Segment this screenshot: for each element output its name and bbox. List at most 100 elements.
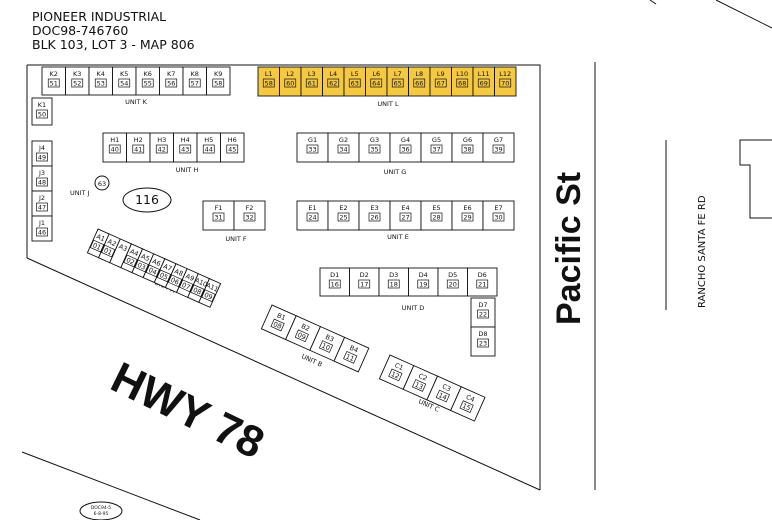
unit-a2-number: 01 bbox=[103, 246, 114, 257]
unit-f2-number: 32 bbox=[245, 214, 253, 222]
doc-number: DOC98-746760 bbox=[32, 23, 128, 38]
unit-c4-number-box bbox=[459, 400, 474, 413]
unit-g2-number: 34 bbox=[339, 146, 347, 154]
unit-a8-number-box bbox=[167, 274, 183, 288]
unit-k7-number: 56 bbox=[167, 80, 175, 88]
unit-h4-number-box bbox=[179, 144, 192, 154]
unit-d5-number-box bbox=[446, 279, 459, 289]
unit-e7-number: 30 bbox=[494, 214, 502, 222]
unit-e6-outline bbox=[451, 200, 484, 231]
rancho-santa-fe-label: RANCHO SANTA FE RD bbox=[697, 195, 708, 308]
unit-l10-label: L10 bbox=[456, 70, 468, 78]
unit-e3-label: E3 bbox=[370, 204, 378, 212]
unit-a11-number-box bbox=[201, 289, 216, 303]
unit-b4-label: B4 bbox=[348, 344, 359, 355]
unit-a5-number: 03 bbox=[136, 261, 147, 272]
unit-l8-number: 66 bbox=[415, 80, 423, 88]
unit-e5-number: 28 bbox=[432, 214, 440, 222]
unit-j3-label: J3 bbox=[38, 169, 45, 177]
unit-h2-number: 41 bbox=[134, 146, 142, 154]
unit-d8-number: 23 bbox=[479, 340, 487, 348]
unit-h5-number: 44 bbox=[205, 146, 213, 154]
unit-a8-label: A8 bbox=[173, 267, 184, 278]
unit-k6-number: 55 bbox=[144, 80, 152, 88]
unit-g2-outline bbox=[327, 132, 360, 163]
unit-l12-label: L12 bbox=[499, 70, 511, 78]
unit-g7-number: 39 bbox=[494, 146, 502, 154]
stamp-line1: DOC94-5 bbox=[91, 505, 111, 511]
unit-d1-number: 16 bbox=[331, 281, 339, 289]
unit-h3-number-box bbox=[155, 144, 168, 154]
unit-j4-number-box bbox=[36, 152, 48, 162]
